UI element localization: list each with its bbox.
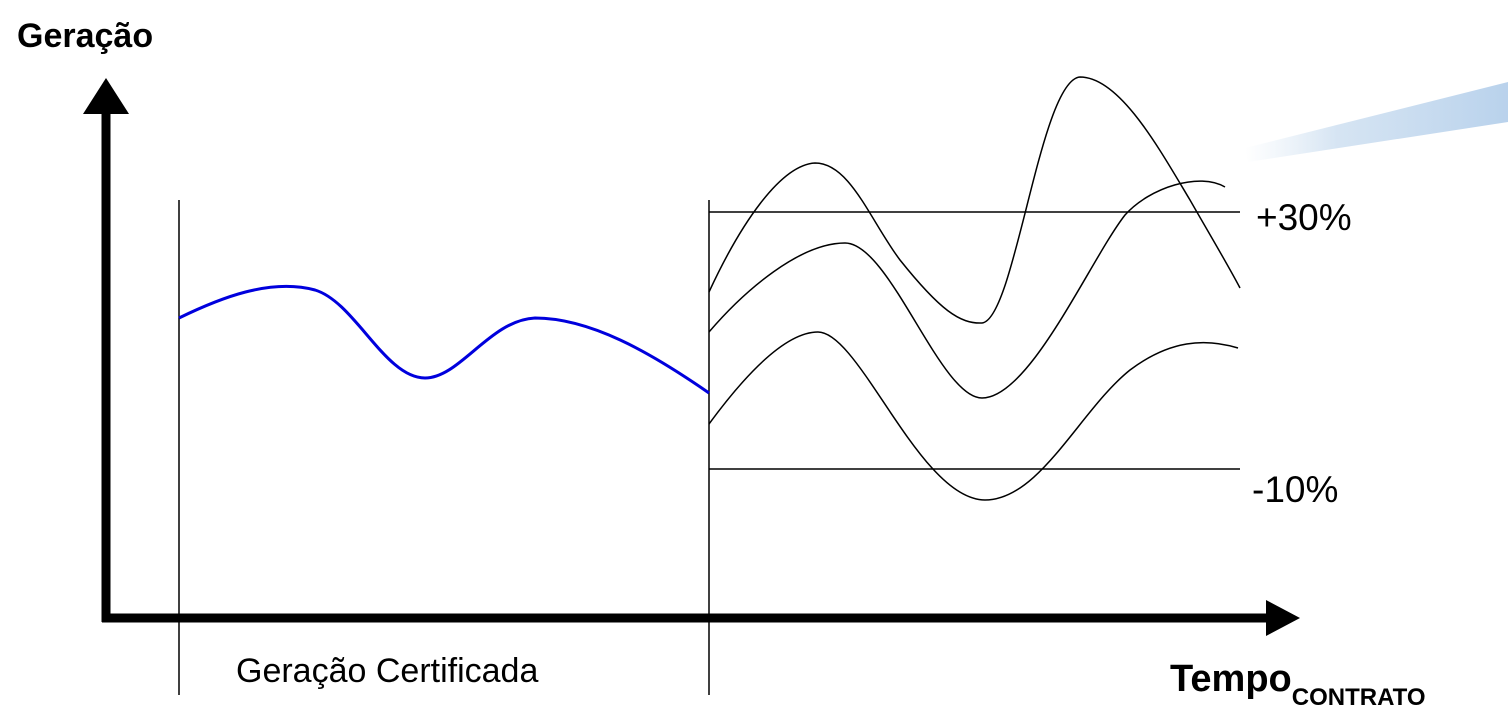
- x-axis-label-subscript: CONTRATO: [1292, 684, 1426, 711]
- lower-limit-label: -10%: [1252, 469, 1338, 510]
- x-axis-label: TempoCONTRATO: [1170, 658, 1426, 711]
- projection-curve-lower: [708, 331, 1239, 501]
- y-axis-arrow: [83, 78, 129, 114]
- projection-curve-middle: [708, 180, 1226, 399]
- projection-curve-upper: [708, 76, 1241, 324]
- x-axis-arrow: [1266, 600, 1300, 636]
- x-axis-label-main: Tempo: [1170, 658, 1292, 700]
- y-axis-label: Geração: [17, 17, 153, 55]
- upper-limit-label: +30%: [1256, 197, 1352, 238]
- certified-period-label: Geração Certificada: [236, 652, 538, 690]
- decorative-streak: [1245, 82, 1508, 162]
- certified-generation-curve: [178, 284, 710, 395]
